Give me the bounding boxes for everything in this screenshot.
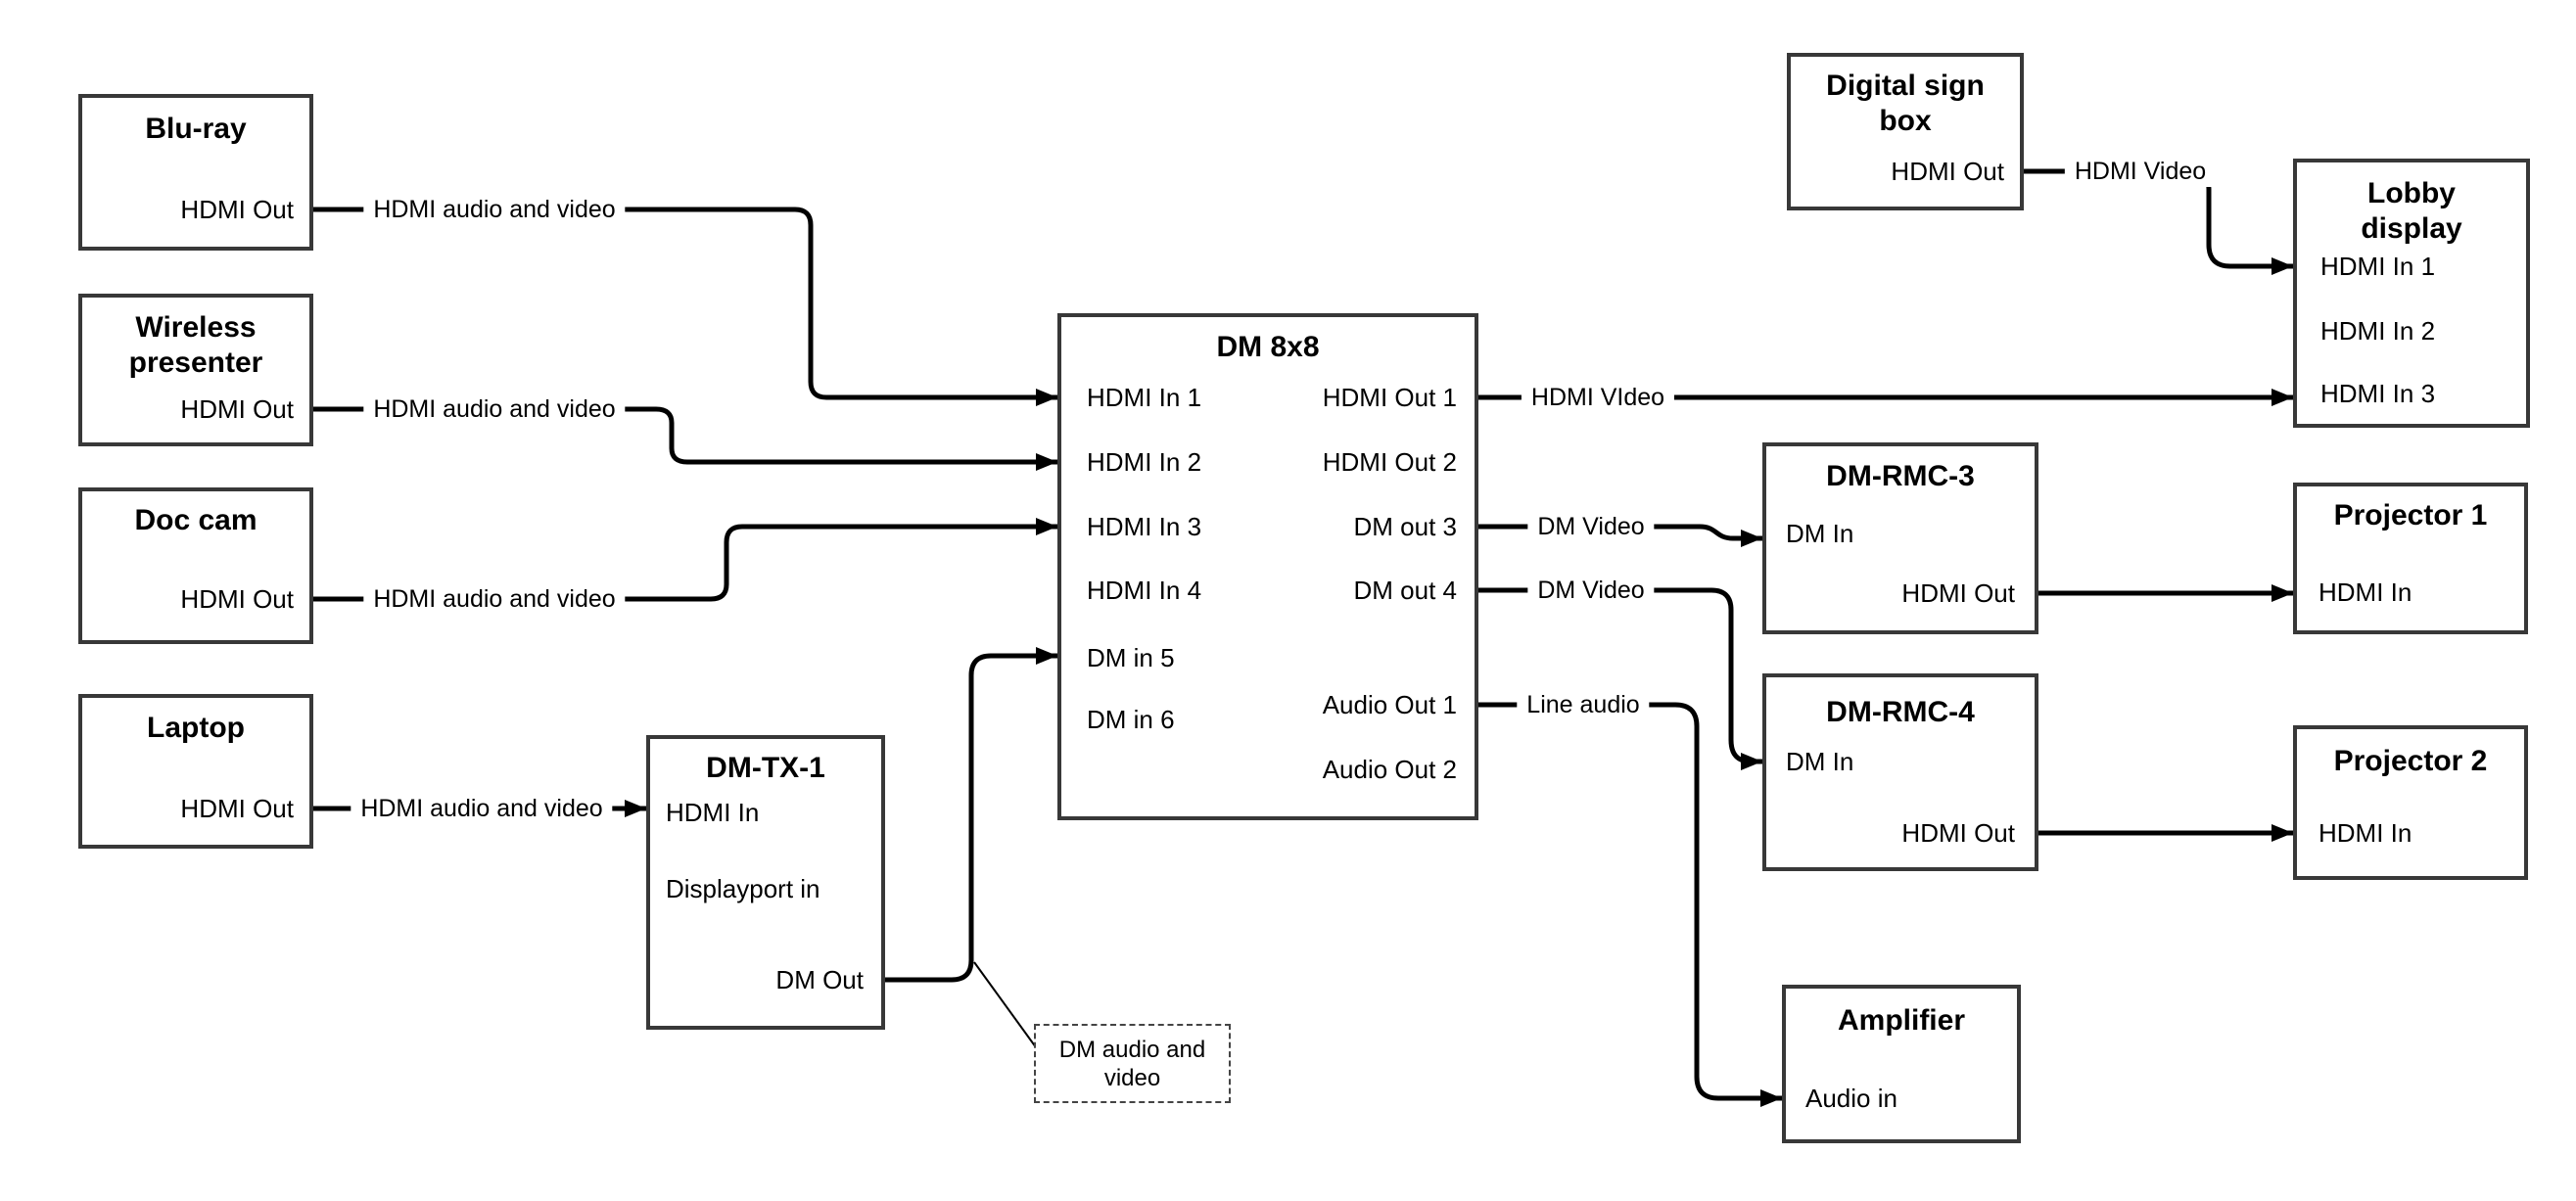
rmc3-port-hdmi-out: HDMI Out: [1901, 578, 2015, 608]
edge-label-dm-video-out4: DM Video: [1527, 575, 1655, 606]
node-doccam-title: Doc cam: [134, 504, 258, 536]
node-dm-rmc-4: DM-RMC-4 DM In HDMI Out: [1762, 673, 2038, 871]
wire-dm8x8-out4-to-rmc4: [1478, 587, 1762, 770]
dm8x8-port-dm-in-6: DM in 6: [1087, 705, 1175, 734]
edge-label-digitalsign-hdmi-video: HDMI Video: [2064, 156, 2217, 187]
edge-label-bluray: HDMI audio and video: [363, 194, 626, 225]
dmtx1-port-hdmi-in: HDMI In: [666, 798, 760, 827]
note-leader-line: [973, 961, 1037, 1048]
wire-dmtx1-to-dm8x8-in5: [885, 647, 1057, 983]
edge-label-laptop: HDMI audio and video: [351, 793, 613, 824]
edge-label-line-audio: Line audio: [1517, 689, 1650, 720]
node-wireless-presenter: Wireless presenter HDMI Out: [78, 294, 313, 446]
node-wireless-title: Wireless presenter: [128, 311, 263, 379]
wire-bluray-to-dm8x8-in1: [313, 207, 1057, 406]
amplifier-port-audio-in: Audio in: [1805, 1084, 1897, 1113]
note-dm-audio-and-video-text: DM audio and video: [1058, 1036, 1206, 1091]
node-dm-tx-1: DM-TX-1 HDMI In Displayport in DM Out: [646, 735, 885, 1030]
digitalsign-port-hdmi-out: HDMI Out: [1891, 157, 2004, 186]
rmc3-port-dm-in: DM In: [1786, 519, 1854, 548]
node-dm-8x8: DM 8x8 HDMI In 1 HDMI In 2 HDMI In 3 HDM…: [1057, 313, 1478, 820]
lobby-port-hdmi-in-1: HDMI In 1: [2320, 252, 2436, 281]
edge-label-dm-video-out3: DM Video: [1527, 511, 1655, 542]
node-laptop: Laptop HDMI Out: [78, 694, 313, 849]
dm8x8-port-audio-out-2: Audio Out 2: [1322, 755, 1457, 784]
wire-doccam-to-dm8x8-in3: [313, 518, 1057, 602]
lobby-port-hdmi-in-3: HDMI In 3: [2320, 379, 2436, 408]
doccam-port-hdmi-out: HDMI Out: [180, 584, 294, 614]
node-laptop-title: Laptop: [147, 712, 245, 744]
dm8x8-port-hdmi-out-2: HDMI Out 2: [1322, 447, 1457, 477]
node-projector1-title: Projector 1: [2333, 499, 2488, 531]
rmc4-port-dm-in: DM In: [1786, 747, 1854, 776]
dm8x8-port-dm-out-3: DM out 3: [1353, 512, 1458, 541]
dmtx1-port-displayport-in: Displayport in: [666, 874, 820, 903]
edge-label-doccam: HDMI audio and video: [363, 583, 626, 615]
wire-dm8x8-out3-to-rmc3: [1478, 524, 1762, 547]
dm8x8-port-hdmi-in-3: HDMI In 3: [1087, 512, 1202, 541]
note-dm-audio-and-video: DM audio and video: [1034, 1024, 1231, 1103]
node-bluray-title: Blu-ray: [145, 113, 247, 145]
projector2-port-hdmi-in: HDMI In: [2318, 818, 2412, 848]
dm8x8-port-dm-in-5: DM in 5: [1087, 643, 1175, 672]
lobby-port-hdmi-in-2: HDMI In 2: [2320, 316, 2436, 346]
node-bluray: Blu-ray HDMI Out: [78, 94, 313, 251]
node-amplifier: Amplifier Audio in: [1782, 985, 2021, 1143]
node-lobby-display: Lobby display HDMI In 1 HDMI In 2 HDMI I…: [2293, 159, 2530, 428]
dmtx1-port-dm-out: DM Out: [775, 965, 864, 994]
bluray-port-hdmi-out: HDMI Out: [180, 195, 294, 224]
node-lobby-title: Lobby display: [2361, 177, 2462, 245]
wireless-port-hdmi-out: HDMI Out: [180, 394, 294, 424]
node-projector-2: Projector 2 HDMI In: [2293, 725, 2528, 880]
node-doc-cam: Doc cam HDMI Out: [78, 487, 313, 644]
edge-label-hdmi-video-out1: HDMI VIdeo: [1521, 382, 1675, 413]
node-projector-1: Projector 1 HDMI In: [2293, 483, 2528, 634]
projector1-port-hdmi-in: HDMI In: [2318, 577, 2412, 607]
edge-label-wireless: HDMI audio and video: [363, 393, 626, 425]
node-rmc3-title: DM-RMC-3: [1826, 460, 1975, 492]
wire-dm8x8-audio1-to-amplifier: [1478, 702, 1782, 1107]
node-projector2-title: Projector 2: [2333, 745, 2488, 777]
node-dm8x8-title: DM 8x8: [1216, 331, 1320, 363]
dm8x8-port-hdmi-in-1: HDMI In 1: [1087, 383, 1202, 412]
node-rmc4-title: DM-RMC-4: [1826, 696, 1975, 728]
wire-wireless-to-dm8x8-in2: [313, 406, 1057, 471]
dm8x8-port-hdmi-out-1: HDMI Out 1: [1322, 383, 1457, 412]
dm8x8-port-hdmi-in-4: HDMI In 4: [1087, 576, 1202, 605]
dm8x8-port-audio-out-1: Audio Out 1: [1322, 690, 1457, 719]
rmc4-port-hdmi-out: HDMI Out: [1901, 818, 2015, 848]
dm8x8-port-dm-out-4: DM out 4: [1353, 576, 1458, 605]
node-digitalsign-title: Digital sign box: [1826, 69, 1985, 137]
node-amplifier-title: Amplifier: [1837, 1004, 1966, 1037]
laptop-port-hdmi-out: HDMI Out: [180, 794, 294, 823]
node-dm-rmc-3: DM-RMC-3 DM In HDMI Out: [1762, 442, 2038, 634]
dm8x8-port-hdmi-in-2: HDMI In 2: [1087, 447, 1202, 477]
node-dmtx1-title: DM-TX-1: [706, 752, 825, 784]
node-digital-sign-box: Digital sign box HDMI Out: [1787, 53, 2024, 210]
